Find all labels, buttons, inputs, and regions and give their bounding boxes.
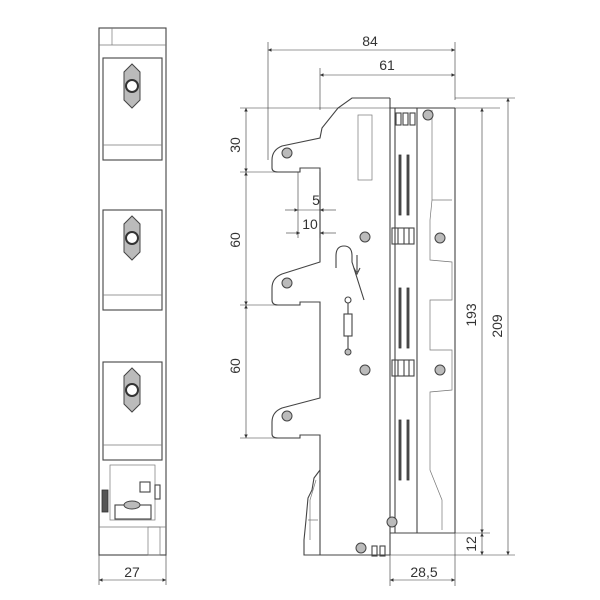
front-base [99, 464, 166, 556]
width-dimension-label: 27 [124, 564, 140, 580]
screw-icon [125, 231, 139, 245]
height-inner-label: 193 [463, 303, 479, 327]
fuse-module-1 [102, 57, 163, 161]
depth-total-label: 84 [362, 33, 378, 49]
slot-depth-label: 10 [302, 216, 318, 232]
fuse-module-3 [102, 361, 163, 461]
front-view: 27 [98, 27, 167, 585]
side-view: 84 61 30 60 60 5 10 193 209 12 28,5 [227, 33, 515, 586]
stepped-foot [303, 469, 321, 556]
slot-bars [371, 112, 416, 557]
screw-icon [125, 79, 139, 93]
depth-partial-label: 61 [379, 57, 395, 73]
fuse-symbol-icon [343, 313, 353, 337]
top-offset-label: 30 [227, 137, 243, 153]
bottom-offset-label: 12 [463, 536, 479, 552]
fuse-module-2 [102, 209, 163, 311]
arrow-down-icon [353, 255, 361, 276]
screw-icon [125, 383, 139, 397]
slot-width-label: 5 [312, 192, 320, 208]
screws [281, 109, 446, 554]
pitch-2-label: 60 [227, 358, 243, 374]
base-depth-label: 28,5 [410, 564, 437, 580]
pitch-1-label: 60 [227, 232, 243, 248]
mounting-hook-symbol [335, 245, 365, 356]
height-total-label: 209 [489, 314, 505, 338]
